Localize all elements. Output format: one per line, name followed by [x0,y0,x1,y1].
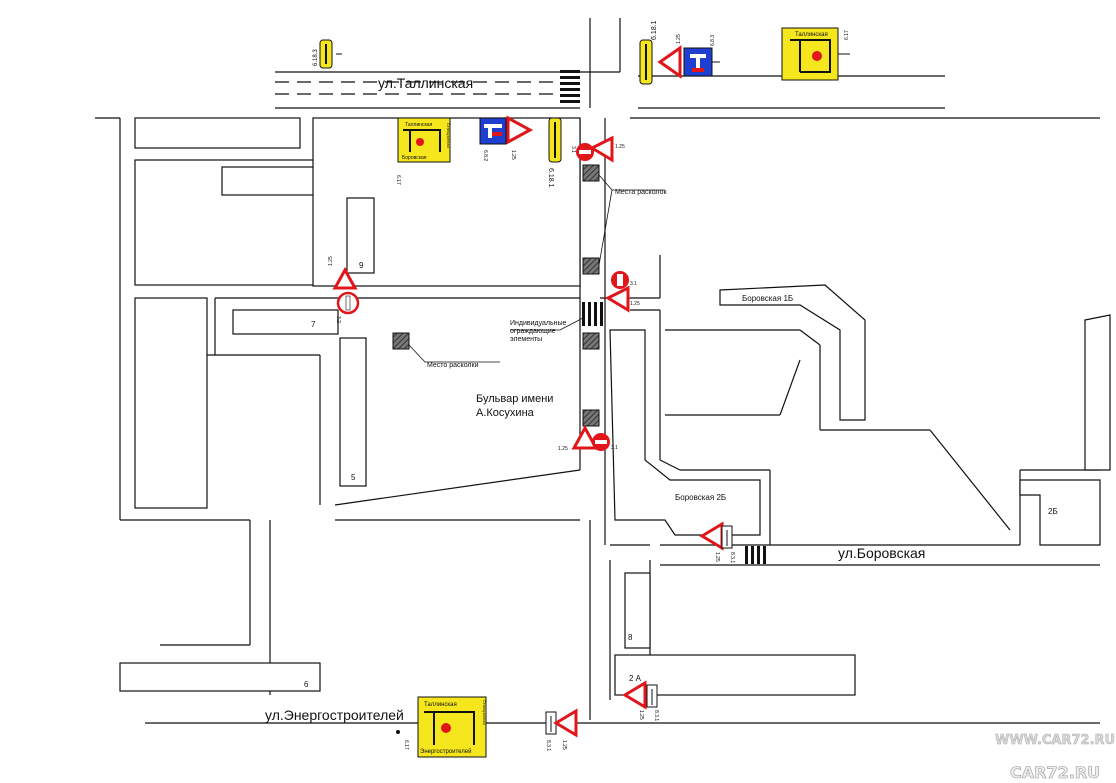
scheme-sign-top-right: Таллинская 6.17 [781,27,850,81]
svg-text:1.25: 1.25 [676,34,682,44]
building-borovskaya-2b [609,329,761,536]
sign-1-25-boulevard: 1.25 [558,424,599,452]
sign-1-25-top: 1.25 [657,34,682,79]
svg-text:Станционная: Станционная [446,123,451,148]
sign-1-25-crossing-top: 1.25 [588,135,625,163]
svg-text:1.25: 1.25 [328,256,334,266]
svg-text:Энергостроителей: Энергостроителей [420,748,471,755]
boulevard-label-line2: А.Косухина [476,407,535,419]
sign-3-1-mid: 3.1 [611,271,637,289]
sign-3-1-boulevard: 3.1 [592,433,618,451]
svg-text:Таллинская: Таллинская [795,32,828,38]
sign-6-18-1-mid: 6.18.1 [547,117,562,188]
sign-6-18-3: 6.18.3 [313,39,342,69]
svg-text:1.25: 1.25 [638,710,644,720]
fencing-label-line3: элементы [510,336,542,343]
building-2a-label: 2 А [629,674,642,683]
building-8-label: 8 [628,633,633,642]
svg-text:6.8.3: 6.8.3 [710,35,716,46]
svg-text:3.1: 3.1 [630,281,637,287]
building-2b [1019,479,1101,546]
svg-text:6.8.2: 6.8.2 [482,150,488,161]
fencing-label-line1: Индивидуальные [510,320,567,327]
signs-borovskaya: 1.25 8.3.1 [699,521,735,563]
sign-3-1-top: 3.1 [570,143,594,161]
svg-text:1.25: 1.25 [615,144,625,150]
sign-6-8-2: 6.8.2 [479,117,507,161]
building-9-label: 9 [359,261,364,270]
svg-text:6.17: 6.17 [403,740,409,750]
svg-text:8.3.1: 8.3.1 [729,552,735,563]
building-left-lower [134,297,208,509]
street-energostroiteley-label: ул.Энергостроителей [265,707,404,723]
street-borovskaya-label: ул.Боровская [838,545,925,561]
sign-3-2: 3.2 [335,291,360,323]
svg-text:3.2: 3.2 [335,316,341,323]
svg-text:Таллинская: Таллинская [405,122,433,128]
fencing-label-line2: ограждающие [510,328,556,335]
sign-6-8-3: 6.8.3 [683,35,720,77]
building-6-label: 6 [304,680,309,689]
sign-1-25-mid: 1.25 [506,115,534,160]
svg-text:8.3.1: 8.3.1 [653,710,659,721]
svg-text:1.25: 1.25 [630,301,640,307]
svg-text:6.17: 6.17 [395,175,401,185]
svg-text:1.25: 1.25 [510,150,516,160]
building-borovskaya-2b-label: Боровская 2Б [675,493,726,502]
building-9 [346,197,375,274]
svg-text:Станционная: Станционная [482,700,487,725]
signs-building-2a: 1.25 8.3.1 [622,680,659,721]
chipping-site-label: Место расколки [427,362,479,369]
signs-energostroiteley: 8.3.1 1.25 [545,708,578,751]
sign-1-25-fencing: 1.25 [604,285,640,313]
building-top-left [134,117,301,149]
leader-lines [408,174,665,363]
building-borovskaya-1b-label: Боровская 1Б [742,294,793,303]
building-8 [624,572,651,649]
chipping-sites-label: Места расколок [615,189,667,196]
building-6 [119,662,321,692]
building-7 [232,309,339,335]
svg-text:Боровская: Боровская [402,155,427,161]
building-5 [339,337,367,487]
watermark: WWW.CAR72.RU CAR72.RU [995,733,1116,783]
svg-text:1.25: 1.25 [558,446,568,452]
sign-6-18-3-code: 6.18.3 [313,49,319,66]
svg-text:1.25: 1.25 [714,552,720,562]
building-7-label: 7 [311,320,316,329]
building-small [221,166,318,196]
svg-text:6.18.1: 6.18.1 [547,168,554,188]
scheme-sign-bottom: Таллинская Энергостроителей Станционная … [396,696,487,758]
sign-1-25-left: 1.25 [328,256,358,290]
street-tallinskaya-label: ул.Таллинская [378,75,473,91]
svg-text:8.3.1: 8.3.1 [545,740,551,751]
zebra-crossings [560,70,766,564]
svg-text:3.1: 3.1 [611,445,618,451]
svg-text:6.17: 6.17 [844,30,850,40]
svg-text:3.1: 3.1 [570,146,576,153]
building-borovskaya-1b [719,284,866,421]
building-5-label: 5 [351,473,356,482]
sign-6-18-1-top-code: 6.18.1 [651,20,658,40]
svg-text:1.25: 1.25 [561,740,567,750]
sign-6-18-1-top: 6.18.1 [639,20,658,85]
building-right [1084,314,1111,471]
watermark-line1: WWW.CAR72.RU [995,733,1115,748]
watermark-line2: CAR72.RU [1010,763,1100,782]
chipping-sites [392,164,600,427]
road-lines [95,18,1100,724]
building-2b-label: 2Б [1048,507,1058,516]
boulevard-label-line1: Бульвар имени [476,393,553,405]
scheme-sign-mid: Таллинская Боровская Станционная 6.17 [395,117,451,185]
svg-text:Таллинская: Таллинская [424,702,457,708]
buildings [119,117,1111,696]
